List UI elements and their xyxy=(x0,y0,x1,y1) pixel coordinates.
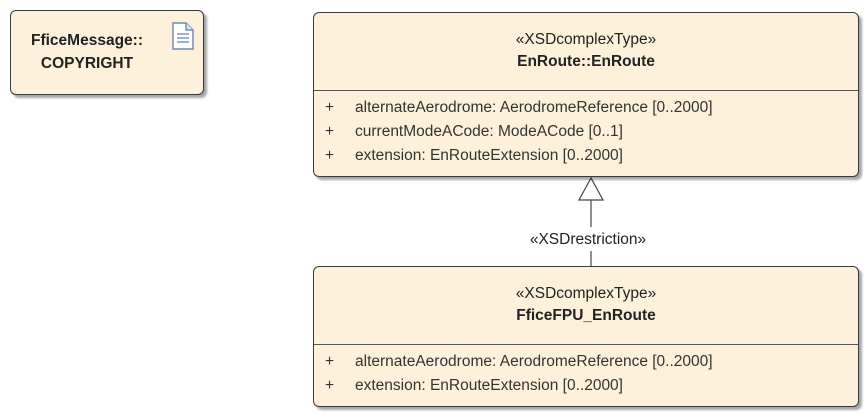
class-header: «XSDcomplexType» FficeFPU_EnRoute xyxy=(314,267,858,345)
attribute-row[interactable]: + extension: EnRouteExtension [0..2000] xyxy=(314,374,858,398)
visibility-marker: + xyxy=(325,353,335,370)
attribute-text: extension: EnRouteExtension [0..2000] xyxy=(355,377,623,394)
attribute-text: currentModeACode: ModeACode [0..1] xyxy=(355,123,623,140)
attribute-row[interactable]: + alternateAerodrome: AerodromeReference… xyxy=(314,96,858,120)
attribute-row[interactable]: + alternateAerodrome: AerodromeReference… xyxy=(314,350,858,374)
note-title: FficeMessage:: COPYRIGHT xyxy=(17,29,157,75)
class-header: «XSDcomplexType» EnRoute::EnRoute xyxy=(314,13,858,91)
document-icon xyxy=(172,22,194,50)
attribute-list: + alternateAerodrome: AerodromeReference… xyxy=(314,345,858,398)
visibility-marker: + xyxy=(325,123,335,140)
visibility-marker: + xyxy=(325,377,335,394)
class-enroute[interactable]: «XSDcomplexType» EnRoute::EnRoute + alte… xyxy=(313,12,859,177)
visibility-marker: + xyxy=(325,99,335,116)
class-fficefpu-enroute[interactable]: «XSDcomplexType» FficeFPU_EnRoute + alte… xyxy=(313,266,859,407)
note-line-2: COPYRIGHT xyxy=(40,55,134,72)
copyright-note[interactable]: FficeMessage:: COPYRIGHT xyxy=(10,10,204,95)
attribute-row[interactable]: + currentModeACode: ModeACode [0..1] xyxy=(314,120,858,144)
attribute-list: + alternateAerodrome: AerodromeReference… xyxy=(314,91,858,168)
class-stereotype: «XSDcomplexType» xyxy=(515,285,657,302)
generalization-arrowhead xyxy=(577,176,605,201)
attribute-text: alternateAerodrome: AerodromeReference [… xyxy=(355,99,713,116)
attribute-row[interactable]: + extension: EnRouteExtension [0..2000] xyxy=(314,144,858,168)
class-name: EnRoute::EnRoute xyxy=(517,53,655,70)
class-stereotype: «XSDcomplexType» xyxy=(515,31,657,48)
attribute-text: extension: EnRouteExtension [0..2000] xyxy=(355,147,623,164)
attribute-text: alternateAerodrome: AerodromeReference [… xyxy=(355,353,713,370)
relationship-label: «XSDrestriction» xyxy=(488,229,688,251)
note-line-1: FficeMessage:: xyxy=(31,32,143,49)
visibility-marker: + xyxy=(325,147,335,164)
class-name: FficeFPU_EnRoute xyxy=(516,307,656,324)
